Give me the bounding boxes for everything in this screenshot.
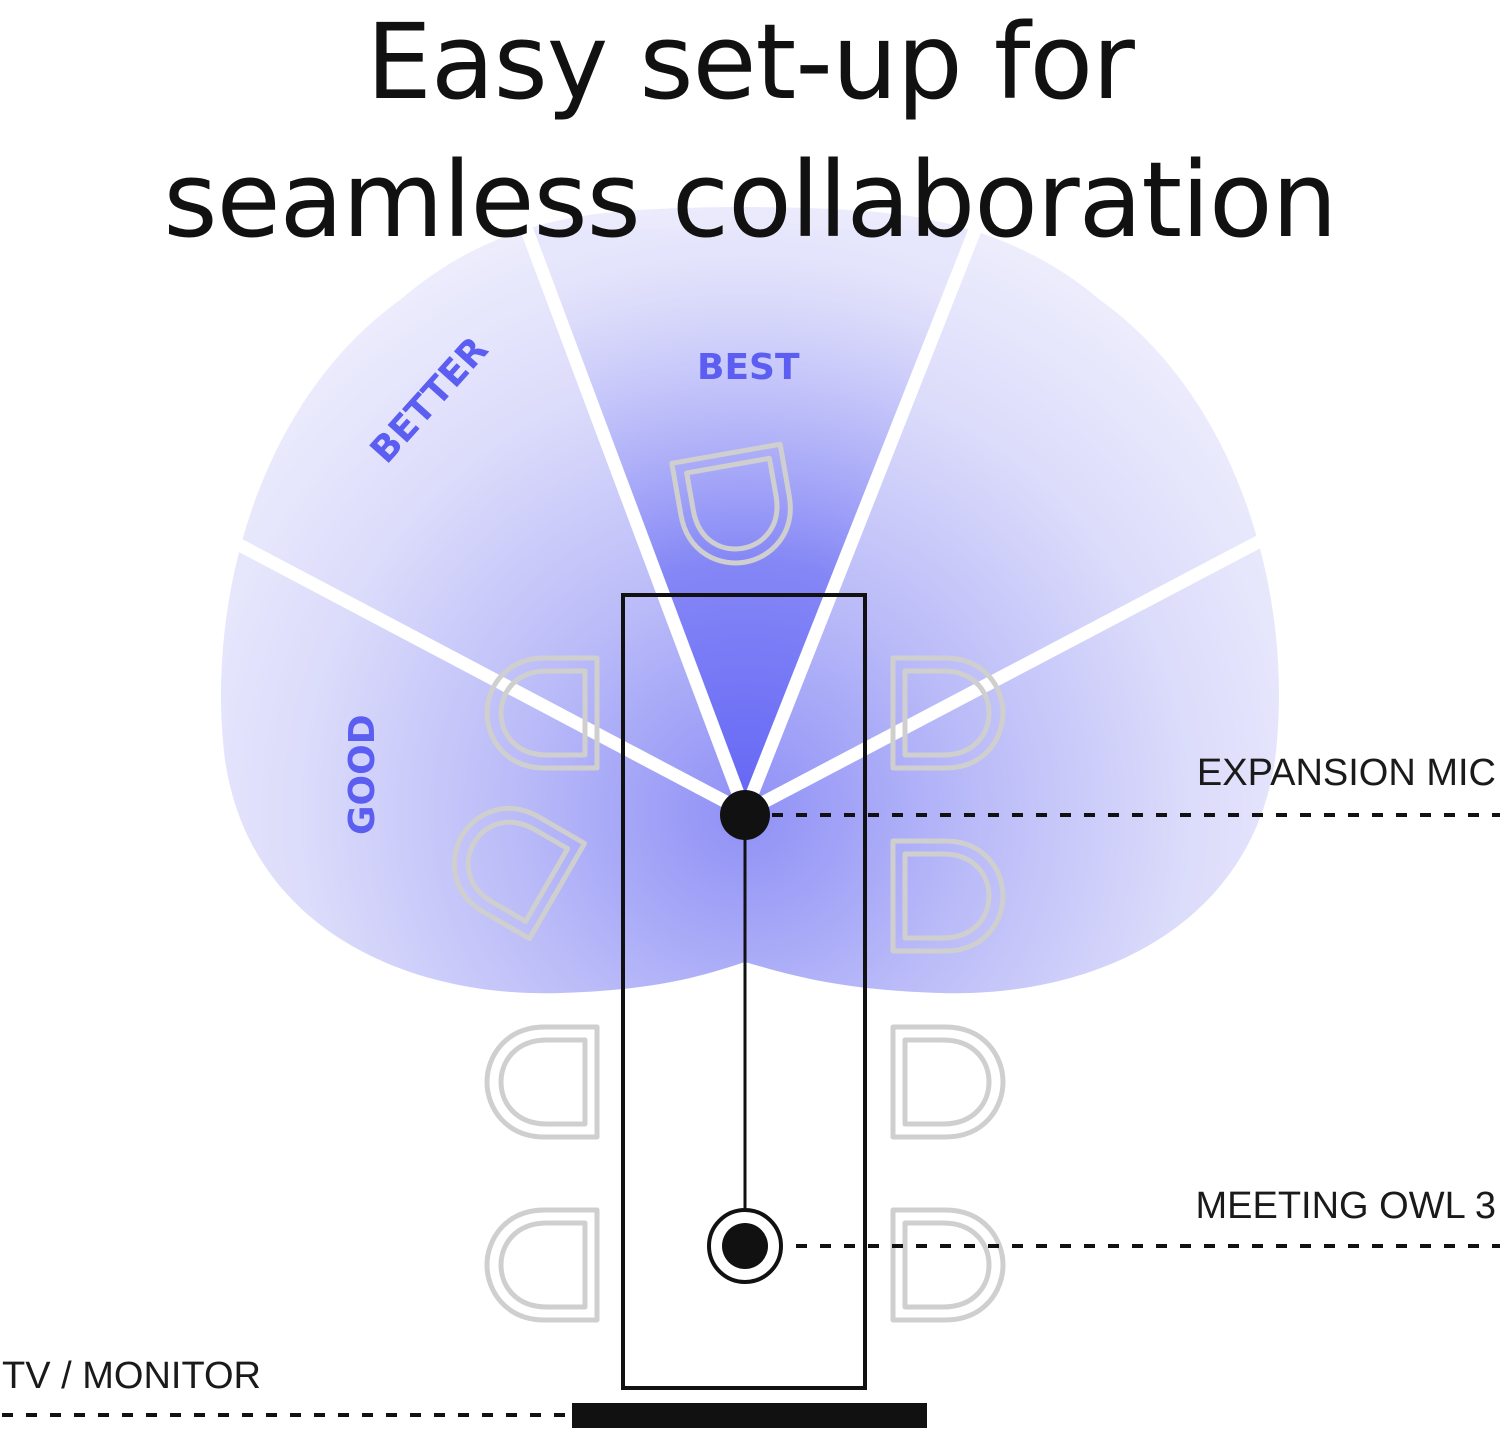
leader-lines: [2, 813, 1500, 1417]
chair-top: [669, 441, 793, 566]
page-title-line-2: seamless collaboration: [163, 139, 1337, 261]
chair-right-2: [890, 838, 1006, 954]
zone-dividers: [226, 222, 1266, 818]
chairs: [451, 441, 1006, 1323]
chair-left-3: [484, 1024, 600, 1140]
chair-left-1: [484, 655, 600, 771]
chair-right-1: [890, 655, 1006, 771]
chair-left-4: [484, 1207, 600, 1323]
conference-table: [621, 593, 867, 1390]
tv-monitor-bar: [572, 1403, 927, 1428]
expansion-mic-label: EXPANSION MIC: [1196, 752, 1496, 794]
meeting-owl-label: MEETING OWL 3: [1195, 1185, 1496, 1227]
zone-label-good: GOOD: [342, 714, 383, 835]
page-title-line-1: Easy set-up for: [366, 1, 1135, 123]
tv-monitor-label: TV / MONITOR: [2, 1355, 261, 1397]
meeting-owl-device: [707, 1208, 783, 1284]
chair-right-4: [890, 1207, 1006, 1323]
chair-right-3: [890, 1024, 1006, 1140]
zone-label-best: BEST: [697, 347, 800, 388]
chair-left-2: [451, 805, 588, 942]
expansion-mic-dot: [720, 790, 770, 840]
best-zone: [525, 230, 975, 812]
